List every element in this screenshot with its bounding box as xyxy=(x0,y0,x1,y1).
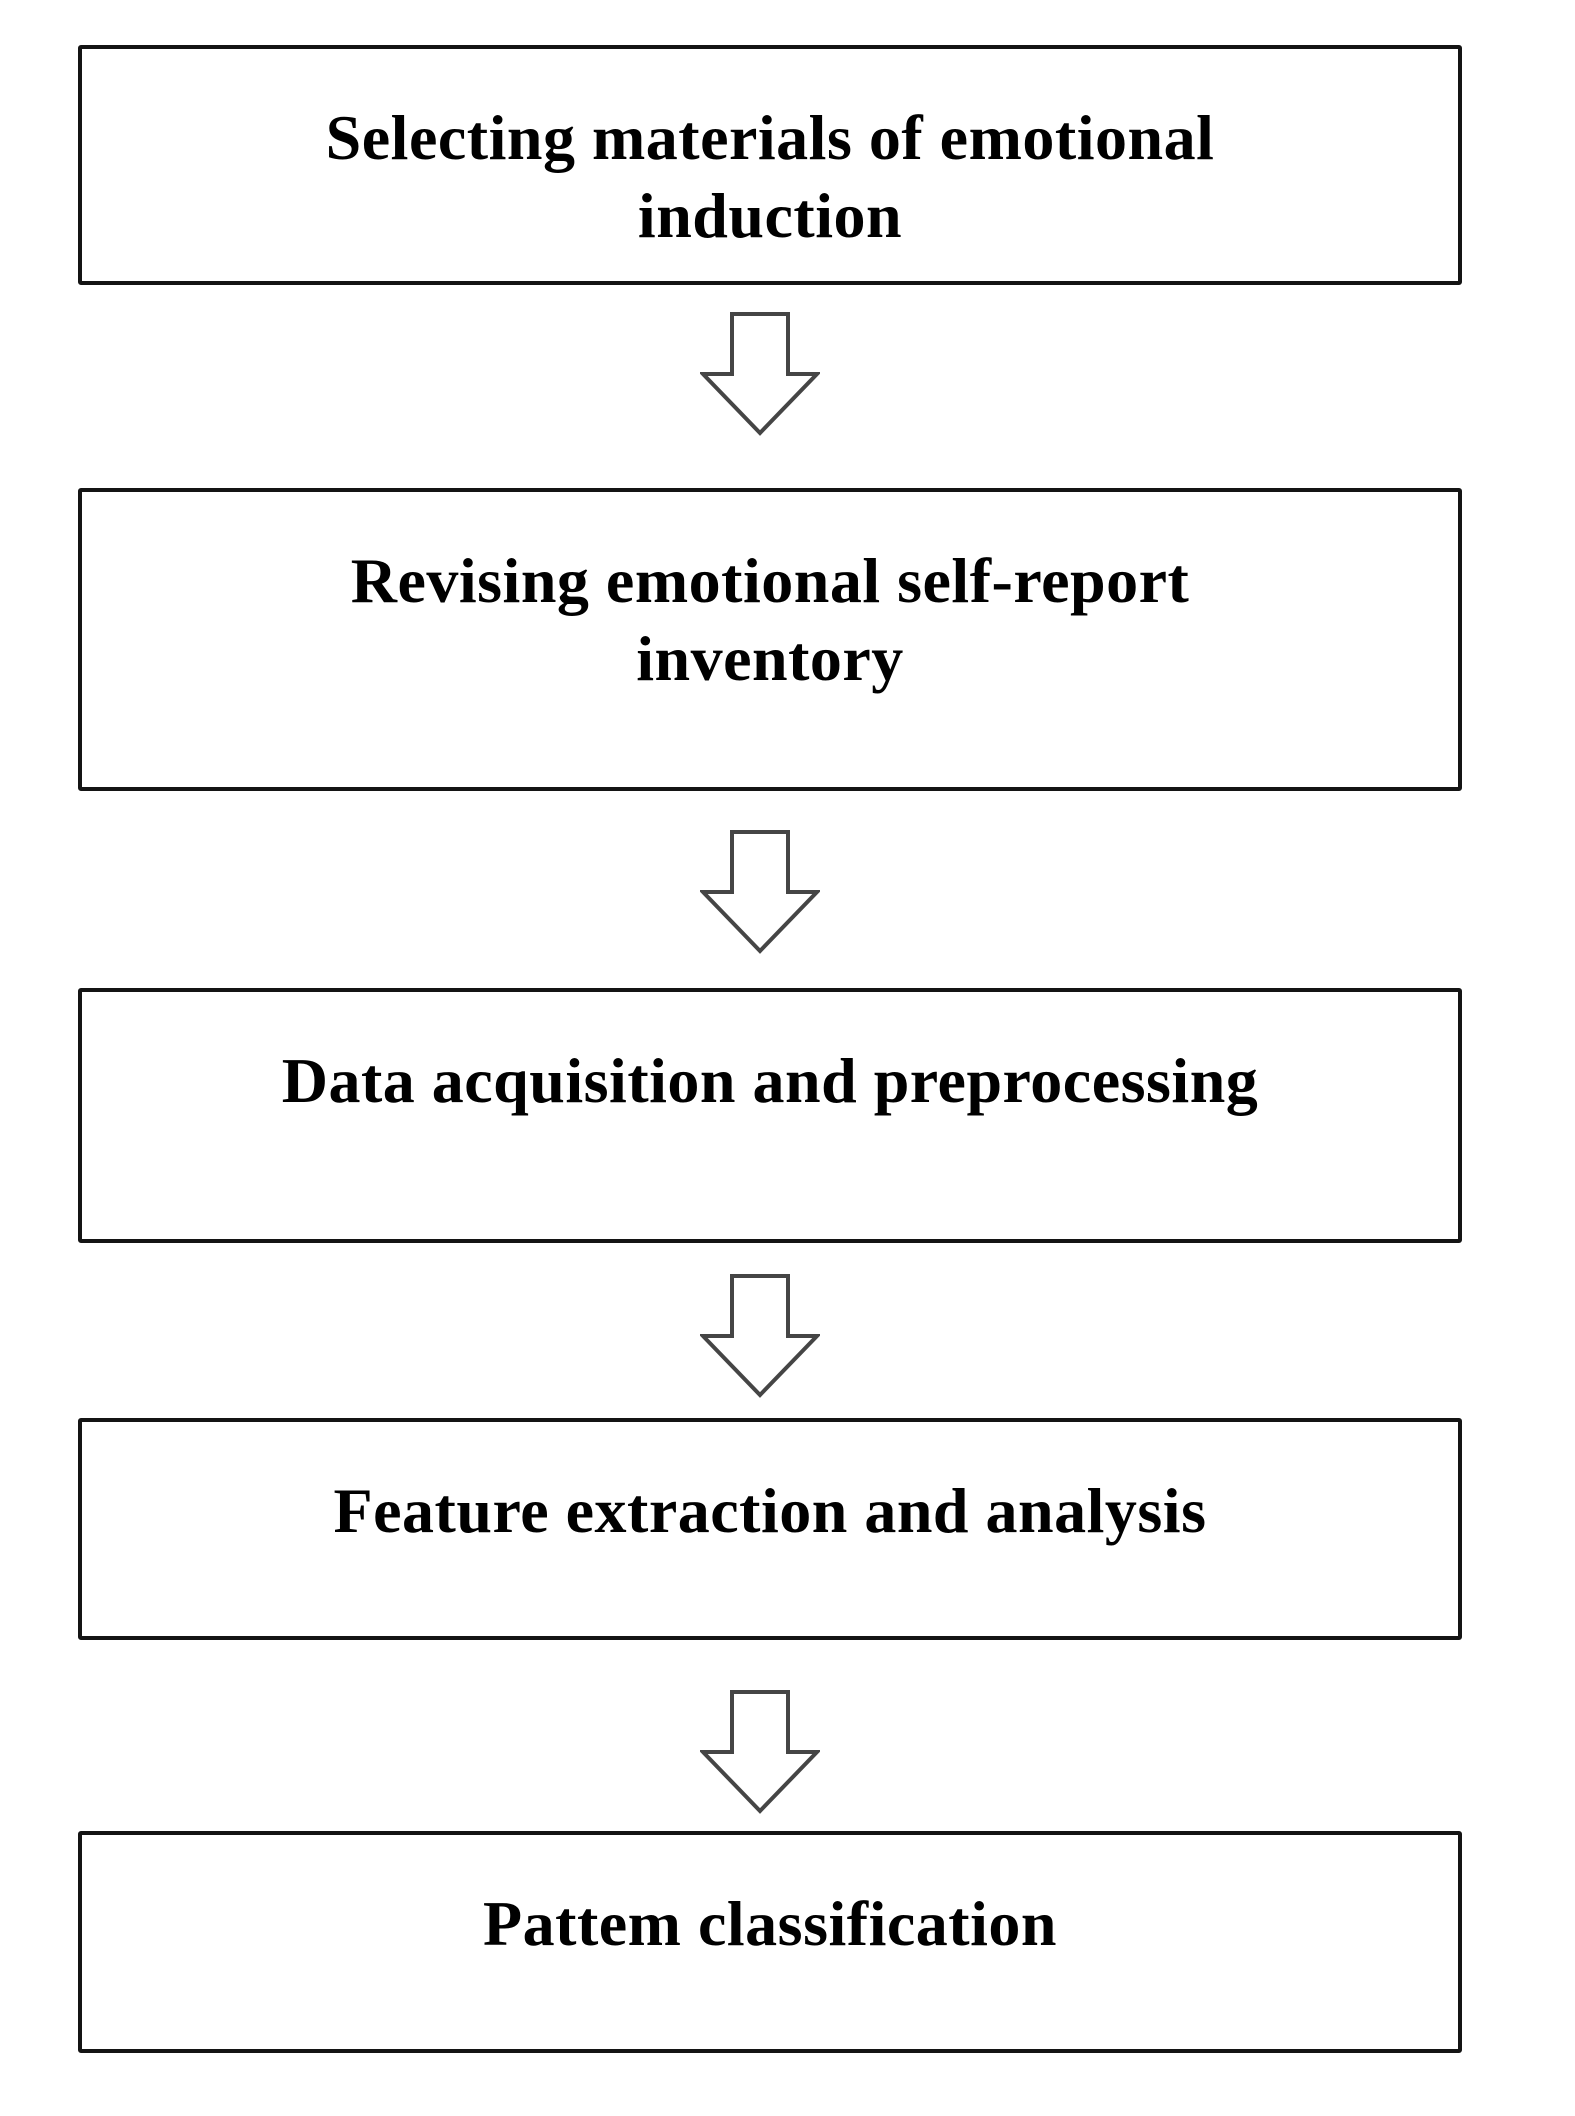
down-arrow-icon-3 xyxy=(700,1274,820,1398)
flow-step-2-label: Revising emotional self-report inventory xyxy=(350,545,1190,695)
flow-step-3-label: Data acquisition and preprocessing xyxy=(281,1045,1259,1116)
down-arrow-shape xyxy=(700,312,820,436)
down-arrow-icon-1 xyxy=(700,312,820,436)
down-arrow-shape xyxy=(700,1274,820,1398)
flow-step-4-box: Feature extraction and analysis xyxy=(78,1418,1462,1640)
flow-step-2-box: Revising emotional self-report inventory xyxy=(78,488,1462,791)
flow-step-3-box: Data acquisition and preprocessing xyxy=(78,988,1462,1243)
down-arrow-shape xyxy=(700,1690,820,1814)
down-arrow-icon-2 xyxy=(700,830,820,954)
flow-step-5-label: Pattem classification xyxy=(483,1888,1057,1959)
flow-step-5-box: Pattem classification xyxy=(78,1831,1462,2053)
down-arrow-icon-4 xyxy=(700,1690,820,1814)
down-arrow-shape xyxy=(700,830,820,954)
flow-step-4-label: Feature extraction and analysis xyxy=(333,1475,1207,1546)
flow-step-1-box: Selecting materials of emotional inducti… xyxy=(78,45,1462,285)
flow-step-1-label: Selecting materials of emotional inducti… xyxy=(325,102,1215,252)
